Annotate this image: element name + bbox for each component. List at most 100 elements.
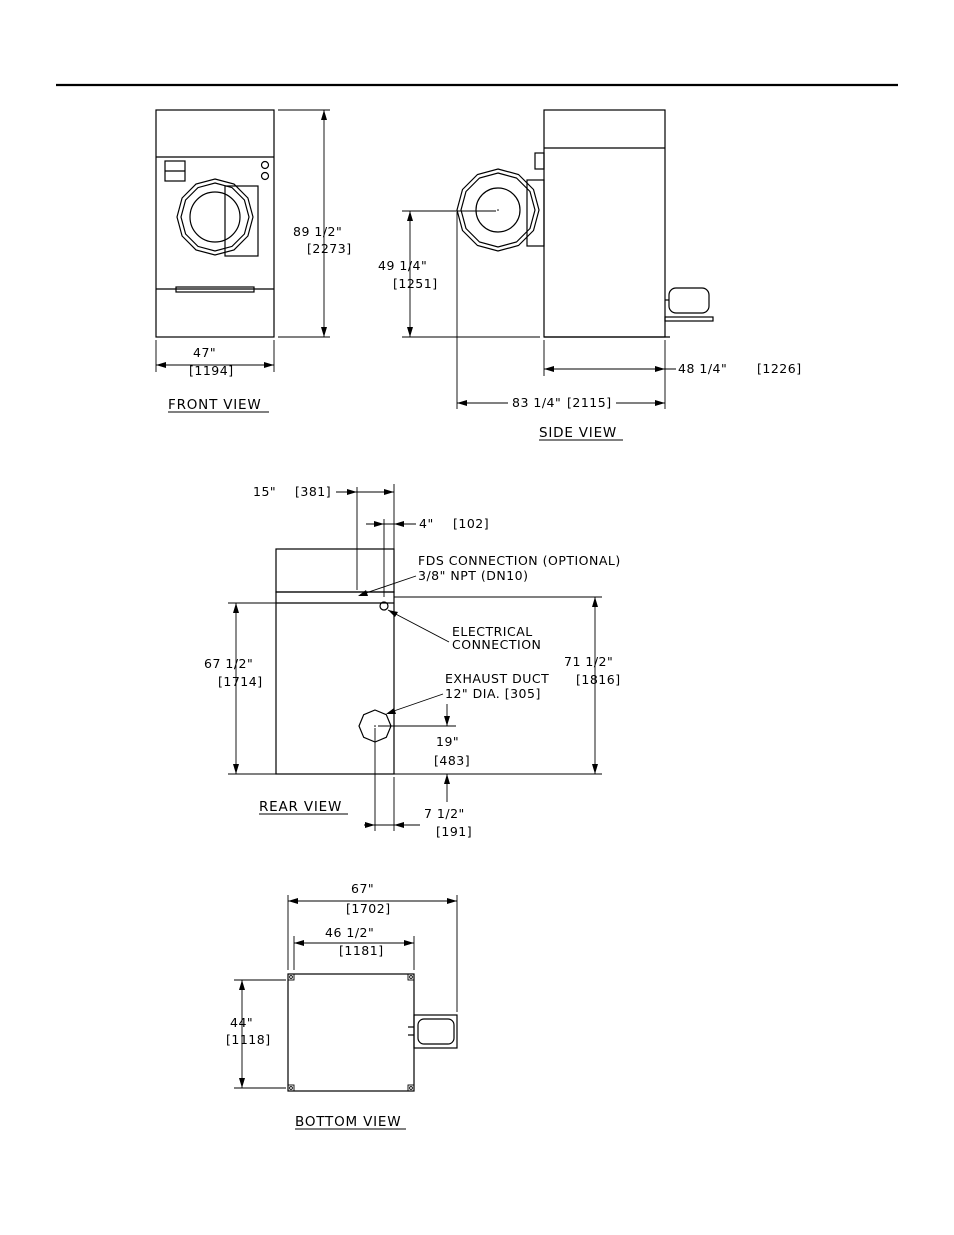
rear-electrical-line1: ELECTRICAL	[452, 624, 533, 639]
side-view: 49 1/4" [1251] 48 1/4" [1226] 83 1/4" [2…	[378, 109, 802, 441]
arrow	[386, 708, 396, 714]
arrow	[394, 822, 404, 828]
arrow	[444, 716, 450, 726]
rear-fds-line1: FDS CONNECTION (OPTIONAL)	[418, 553, 621, 568]
bottom-foot-tl	[287, 973, 295, 981]
side-view-title: SIDE VIEW	[539, 425, 617, 441]
rear-view-title: REAR VIEW	[259, 799, 342, 815]
bottom-bolt	[289, 975, 293, 979]
rear-right-height-label: 71 1/2"	[564, 654, 613, 669]
arrow	[239, 980, 245, 990]
rear-left-height-mm-label: [1714]	[218, 674, 263, 689]
side-depth-mm-label: [1226]	[757, 361, 802, 376]
front-door-ring	[180, 182, 250, 252]
arrow	[388, 610, 398, 617]
arrow	[239, 1078, 245, 1088]
side-door-hinge	[526, 179, 545, 247]
bottom-overall-mm-label: [1702]	[346, 901, 391, 916]
arrow	[407, 327, 413, 337]
front-door-hinge-plate	[224, 185, 259, 257]
arrow	[592, 764, 598, 774]
side-depth-label: 48 1/4"	[678, 361, 727, 376]
front-door-outer	[176, 178, 254, 256]
rear-cabinet	[275, 591, 395, 775]
bottom-bolt	[409, 1086, 413, 1090]
rear-electrical-connection	[379, 601, 389, 611]
bottom-inner-mm-label: [1181]	[339, 943, 384, 958]
front-knob-top	[260, 160, 270, 170]
bottom-motor	[417, 1018, 455, 1045]
side-overall-label: 83 1/4"	[512, 395, 561, 410]
rear-view: 15" [381] 4" [102] FDS CONNECTION (OPTIO…	[204, 484, 621, 839]
arrow	[321, 110, 327, 120]
bottom-motor-bracket	[413, 1014, 458, 1049]
front-view: 89 1/2" [2273] 47" [1194] FRONT VIEW	[155, 109, 352, 413]
bottom-foot-tr	[407, 973, 415, 981]
arrow	[384, 489, 394, 495]
arrow	[592, 597, 598, 607]
rear-electrical-line2: CONNECTION	[452, 637, 541, 652]
arrow	[264, 362, 274, 368]
side-door-ring	[460, 172, 536, 248]
rear-right-height-mm-label: [1816]	[576, 672, 621, 687]
arrow	[288, 898, 298, 904]
rear-electrical-leader	[387, 609, 450, 643]
bottom-depth-label: 44"	[230, 1015, 253, 1030]
arrow	[365, 822, 375, 828]
arrow	[407, 211, 413, 221]
arrow	[294, 940, 304, 946]
side-motor	[668, 287, 710, 314]
arrow	[447, 898, 457, 904]
rear-offset-b-mm-label: [102]	[453, 516, 489, 531]
rear-exhaust-height-label: 19"	[436, 734, 459, 749]
arrow	[321, 327, 327, 337]
front-cabinet	[155, 109, 275, 338]
bottom-view-title: BOTTOM VIEW	[295, 1114, 401, 1130]
arrow	[655, 366, 665, 372]
side-control-box	[534, 152, 545, 170]
bottom-bolt	[289, 1086, 293, 1090]
rear-offset-a-mm-label: [381]	[295, 484, 331, 499]
rear-exhaust-line2: 12" DIA. [305]	[445, 686, 541, 701]
rear-exhaust-height-mm-label: [483]	[434, 753, 470, 768]
arrow	[374, 521, 384, 527]
front-view-title: FRONT VIEW	[168, 397, 262, 413]
arrow	[444, 774, 450, 784]
side-door-glass	[475, 187, 521, 233]
bottom-depth-mm-label: [1118]	[226, 1032, 271, 1047]
rear-offset-b-label: 4"	[419, 516, 434, 531]
front-knob-bottom	[260, 171, 270, 181]
rear-offset-a-label: 15"	[253, 484, 276, 499]
rear-left-height-label: 67 1/2"	[204, 656, 253, 671]
bottom-bolt	[409, 975, 413, 979]
arrow	[394, 521, 404, 527]
bottom-foot-br	[407, 1084, 415, 1092]
side-cabinet	[543, 109, 666, 338]
rear-exhaust-leader	[387, 693, 444, 714]
side-overall-mm-label: [2115]	[567, 395, 612, 410]
arrow	[655, 400, 665, 406]
rear-fds-leader	[359, 575, 417, 596]
rear-exhaust-center	[374, 725, 376, 727]
front-height-mm-label: [2273]	[307, 241, 352, 256]
side-center-mm-label: [1251]	[393, 276, 438, 291]
rear-fds-line2: 3/8" NPT (DN10)	[418, 568, 528, 583]
arrow	[457, 400, 467, 406]
arrow	[233, 764, 239, 774]
front-height-label: 89 1/2"	[293, 224, 342, 239]
arrow	[347, 489, 357, 495]
arrow	[156, 362, 166, 368]
arrow	[358, 590, 368, 596]
side-motor-bracket	[664, 316, 714, 322]
front-width-mm-label: [1194]	[189, 363, 234, 378]
bottom-frame	[287, 973, 415, 1092]
front-door-glass	[189, 191, 241, 243]
rear-exhaust-offset-label: 7 1/2"	[424, 806, 465, 821]
side-door-center-mark	[497, 209, 499, 211]
rear-exhaust-offset-mm-label: [191]	[436, 824, 472, 839]
front-width-label: 47"	[193, 345, 216, 360]
bottom-overall-label: 67"	[351, 881, 374, 896]
side-center-label: 49 1/4"	[378, 258, 427, 273]
bottom-view: 67" [1702] 46 1/2" [1181] 44" [1118] BOT…	[226, 881, 458, 1130]
